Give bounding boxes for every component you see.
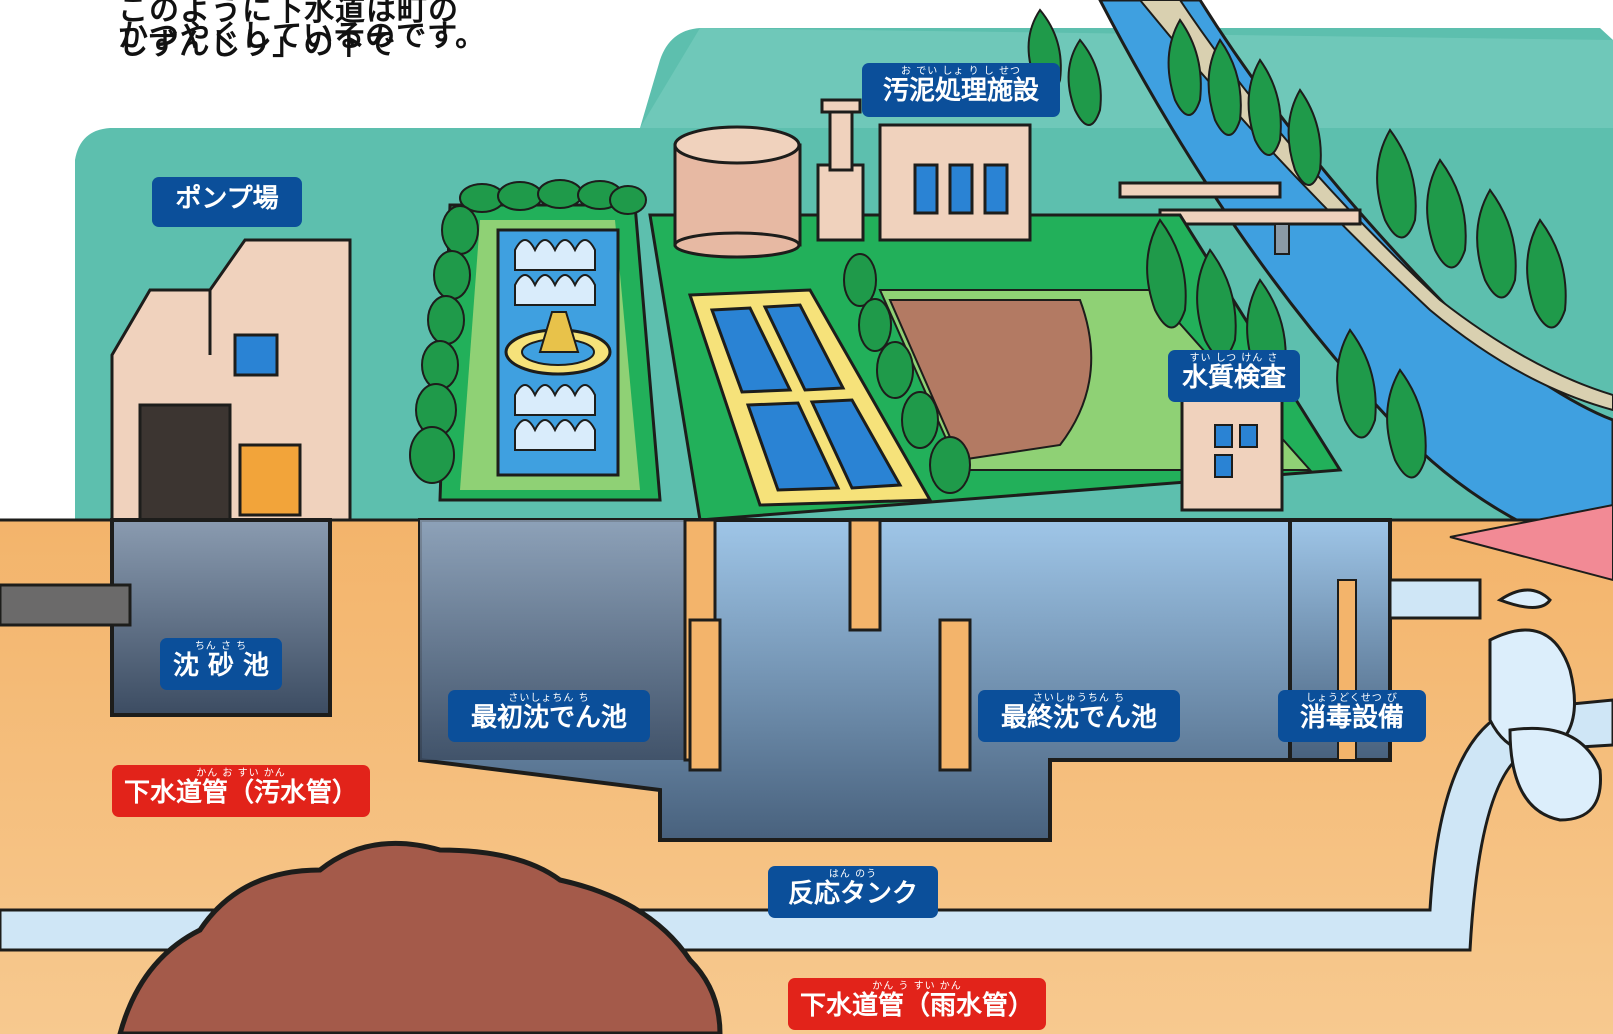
label-reactor-tank: はん のう 反応タンク <box>768 866 938 918</box>
label-text: 汚泥処理施設 <box>882 76 1039 106</box>
label-sewage-pipe: かん お すい かん 下水道管（汚水管） <box>112 765 370 817</box>
fountain-cone <box>538 311 580 353</box>
label-text: ポンプ場 <box>175 184 279 214</box>
label-text: 下水道管（雨水管） <box>799 991 1034 1021</box>
label-ruby: さいしゅうちん ち <box>1032 693 1126 704</box>
label-ruby: はん のう <box>828 869 878 880</box>
label-primary-settling: さいしょちん ち 最初沈でん池 <box>448 690 650 742</box>
label-final-settling: さいしゅうちん ち 最終沈でん池 <box>978 690 1180 742</box>
baseball-ground <box>888 299 1093 462</box>
label-pump-station: ポンプ場 <box>152 177 302 227</box>
label-storm-pipe: かん う すい かん 下水道管（雨水管） <box>788 978 1046 1030</box>
aeration-fountain-icon <box>514 239 596 451</box>
office-building-icon <box>878 123 1032 242</box>
tree-row-river <box>1027 8 1567 479</box>
intro-line2: かつやくしているのです。 <box>118 19 487 54</box>
label-water-quality: すい しつ けん さ 水質検査 <box>1168 350 1300 402</box>
label-sludge-facility: お でい しょ り し せつ 汚泥処理施設 <box>862 63 1060 117</box>
intro-text: このように下水道は町のしずんじり」の下で かつやくしているのです。 <box>118 0 487 62</box>
label-ruby: かん う すい かん <box>872 981 962 992</box>
label-disinfection: しょうどくせつ び 消毒設備 <box>1278 690 1426 742</box>
underground-tanks <box>0 518 1482 842</box>
label-text: 沈 砂 池 <box>172 651 270 681</box>
tree-row-garden <box>409 179 971 494</box>
label-text: 反応タンク <box>787 879 918 909</box>
pump-house-icon <box>110 238 352 522</box>
sludge-tank-icon <box>673 125 802 259</box>
label-text: 最初沈でん池 <box>470 703 627 733</box>
quality-building-icon <box>1180 398 1284 512</box>
intro-line1: このように下水道は町のしずんじり」の下で <box>118 0 459 62</box>
chimney-icon <box>816 98 865 242</box>
settling-basins <box>709 303 903 492</box>
label-text: 下水道管（汚水管） <box>123 778 358 808</box>
storm-pipe <box>0 698 1613 952</box>
label-ruby: すい しつ けん さ <box>1189 353 1279 364</box>
splash-icon <box>1488 588 1602 822</box>
label-ruby: お でい しょ り し せつ <box>901 66 1021 77</box>
pink-flag <box>1449 503 1613 582</box>
label-ruby: しょうどくせつ び <box>1306 693 1398 704</box>
label-ruby: かん お すい かん <box>196 768 286 779</box>
label-grit-chamber: ちん さ ち 沈 砂 池 <box>160 638 282 690</box>
character-hair <box>117 840 723 1034</box>
label-text: 消毒設備 <box>1299 703 1404 733</box>
label-text: 水質検査 <box>1181 363 1286 393</box>
label-text: 最終沈でん池 <box>1000 703 1157 733</box>
label-ruby: さいしょちん ち <box>508 693 590 704</box>
label-ruby: ちん さ ち <box>194 641 248 652</box>
